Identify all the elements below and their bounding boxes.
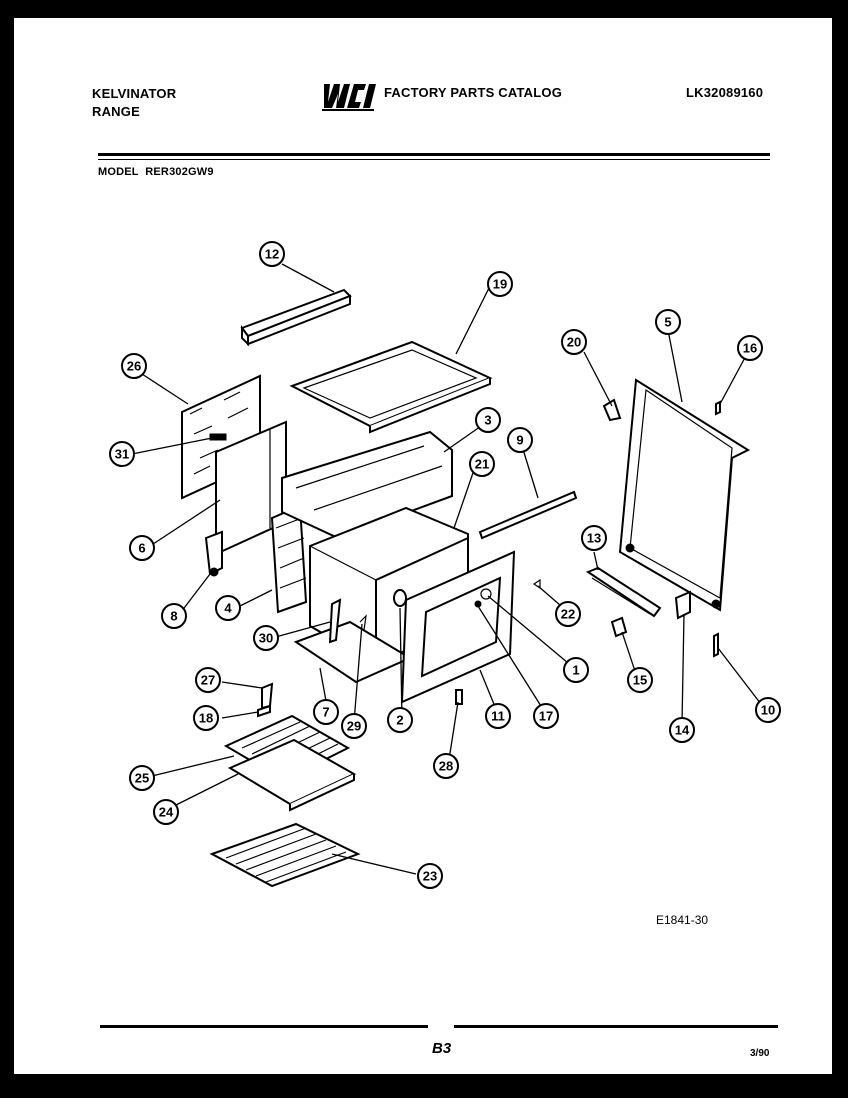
callout-23: 23: [417, 863, 443, 889]
callout-6-label: 6: [138, 541, 145, 556]
callout-30-label: 30: [259, 631, 273, 646]
callout-13-label: 13: [587, 531, 601, 546]
wci-logo-mark: [322, 84, 376, 111]
catalog-number: LK32089160: [686, 85, 764, 100]
callout-12-label: 12: [265, 247, 279, 262]
callout-24-label: 24: [159, 805, 174, 820]
part-12-trim-strip: [240, 288, 352, 347]
callout-14-label: 14: [675, 723, 690, 738]
callout-26-label: 26: [127, 359, 141, 374]
revision-date: 3/90: [750, 1048, 770, 1059]
callout-30: 30: [253, 625, 279, 651]
callout-16-label: 16: [743, 341, 757, 356]
callout-29-label: 29: [347, 719, 361, 734]
exploded-parts-diagram: 12 19 26 31 3 9 21 6 8 4 30 27 18 7 29 2…: [109, 241, 781, 889]
callout-17: 17: [533, 703, 559, 729]
callout-18: 18: [193, 705, 219, 731]
callout-5-label: 5: [664, 315, 671, 330]
callout-7: 7: [313, 699, 339, 725]
callout-20: 20: [561, 329, 587, 355]
part-5-side-panel: [618, 378, 751, 612]
part-8-bracket: [204, 530, 223, 577]
model-label: MODEL: [98, 166, 139, 178]
callout-14: 14: [669, 717, 695, 743]
callout-17-label: 17: [539, 709, 553, 724]
page-number: B3: [432, 1040, 452, 1057]
callout-22: 22: [555, 601, 581, 627]
model-number: RER302GW9: [145, 166, 214, 178]
part-13-hinge-rail: [585, 566, 662, 618]
callout-2-label: 2: [396, 713, 403, 728]
callout-1-label: 1: [572, 663, 579, 678]
callout-2: 2: [387, 707, 413, 733]
footer-rule-left: [100, 1025, 428, 1028]
callout-4-label: 4: [224, 601, 232, 616]
brand-name: KELVINATOR: [92, 86, 177, 101]
callout-9-label: 9: [516, 433, 523, 448]
part-15-bracket: [610, 616, 628, 638]
callout-12: 12: [259, 241, 285, 267]
part-4-insulation: [270, 504, 308, 614]
callout-18-label: 18: [199, 711, 213, 726]
callout-23-label: 23: [423, 869, 437, 884]
part-9-rod: [478, 490, 578, 540]
callout-25-label: 25: [135, 771, 149, 786]
callout-22-label: 22: [561, 607, 575, 622]
part-16-screw: [715, 400, 721, 416]
callout-15: 15: [627, 667, 653, 693]
callout-20-label: 20: [567, 335, 581, 350]
callout-24: 24: [153, 799, 179, 825]
callout-21-label: 21: [475, 457, 489, 472]
callout-29: 29: [341, 713, 367, 739]
callout-11-label: 11: [491, 709, 505, 724]
part-10-screw: [713, 632, 719, 658]
callout-10: 10: [755, 697, 781, 723]
part-20-clip: [602, 398, 622, 422]
part-14-hinge: [674, 590, 691, 620]
callout-1: 1: [563, 657, 589, 683]
callout-25: 25: [129, 765, 155, 791]
footer-rule-right: [454, 1025, 778, 1028]
product-type: RANGE: [92, 104, 140, 119]
header-rule-thin: [98, 159, 770, 160]
callout-7-label: 7: [322, 705, 329, 720]
wci-logo: [322, 84, 376, 111]
catalog-title: FACTORY PARTS CATALOG: [384, 85, 563, 100]
catalog-sheet: KELVINATOR RANGE FACTORY PARTS CATALOG L…: [14, 18, 832, 1074]
small-hardware-parts: [257, 578, 541, 718]
callout-27-label: 27: [201, 673, 215, 688]
part-24-broiler-pan: [227, 738, 357, 812]
part-11-door-frame: [400, 550, 516, 704]
callout-5: 5: [655, 309, 681, 335]
callout-8-label: 8: [170, 609, 177, 624]
callout-21: 21: [469, 451, 495, 477]
callout-28-label: 28: [439, 759, 453, 774]
callout-19: 19: [487, 271, 513, 297]
part-19-top-panel: [289, 340, 493, 434]
callout-19-label: 19: [493, 277, 507, 292]
callout-10-label: 10: [761, 703, 775, 718]
callout-9: 9: [507, 427, 533, 453]
callout-31-label: 31: [115, 447, 129, 462]
callout-6: 6: [129, 535, 155, 561]
part-23-oven-rack: [209, 822, 361, 888]
callout-26: 26: [121, 353, 147, 379]
callout-4: 4: [215, 595, 241, 621]
part-2-knob: [393, 589, 407, 607]
callout-13: 13: [581, 525, 607, 551]
callout-27: 27: [195, 667, 221, 693]
callout-15-label: 15: [633, 673, 647, 688]
callout-31: 31: [109, 441, 135, 467]
callout-28: 28: [433, 753, 459, 779]
callout-3-label: 3: [484, 413, 491, 428]
callout-16: 16: [737, 335, 763, 361]
callout-8: 8: [161, 603, 187, 629]
header-rule-thick: [98, 153, 770, 156]
figure-code: E1841-30: [656, 913, 709, 927]
model-line: MODEL RER302GW9: [98, 166, 214, 178]
callout-11: 11: [485, 703, 511, 729]
callout-3: 3: [475, 407, 501, 433]
